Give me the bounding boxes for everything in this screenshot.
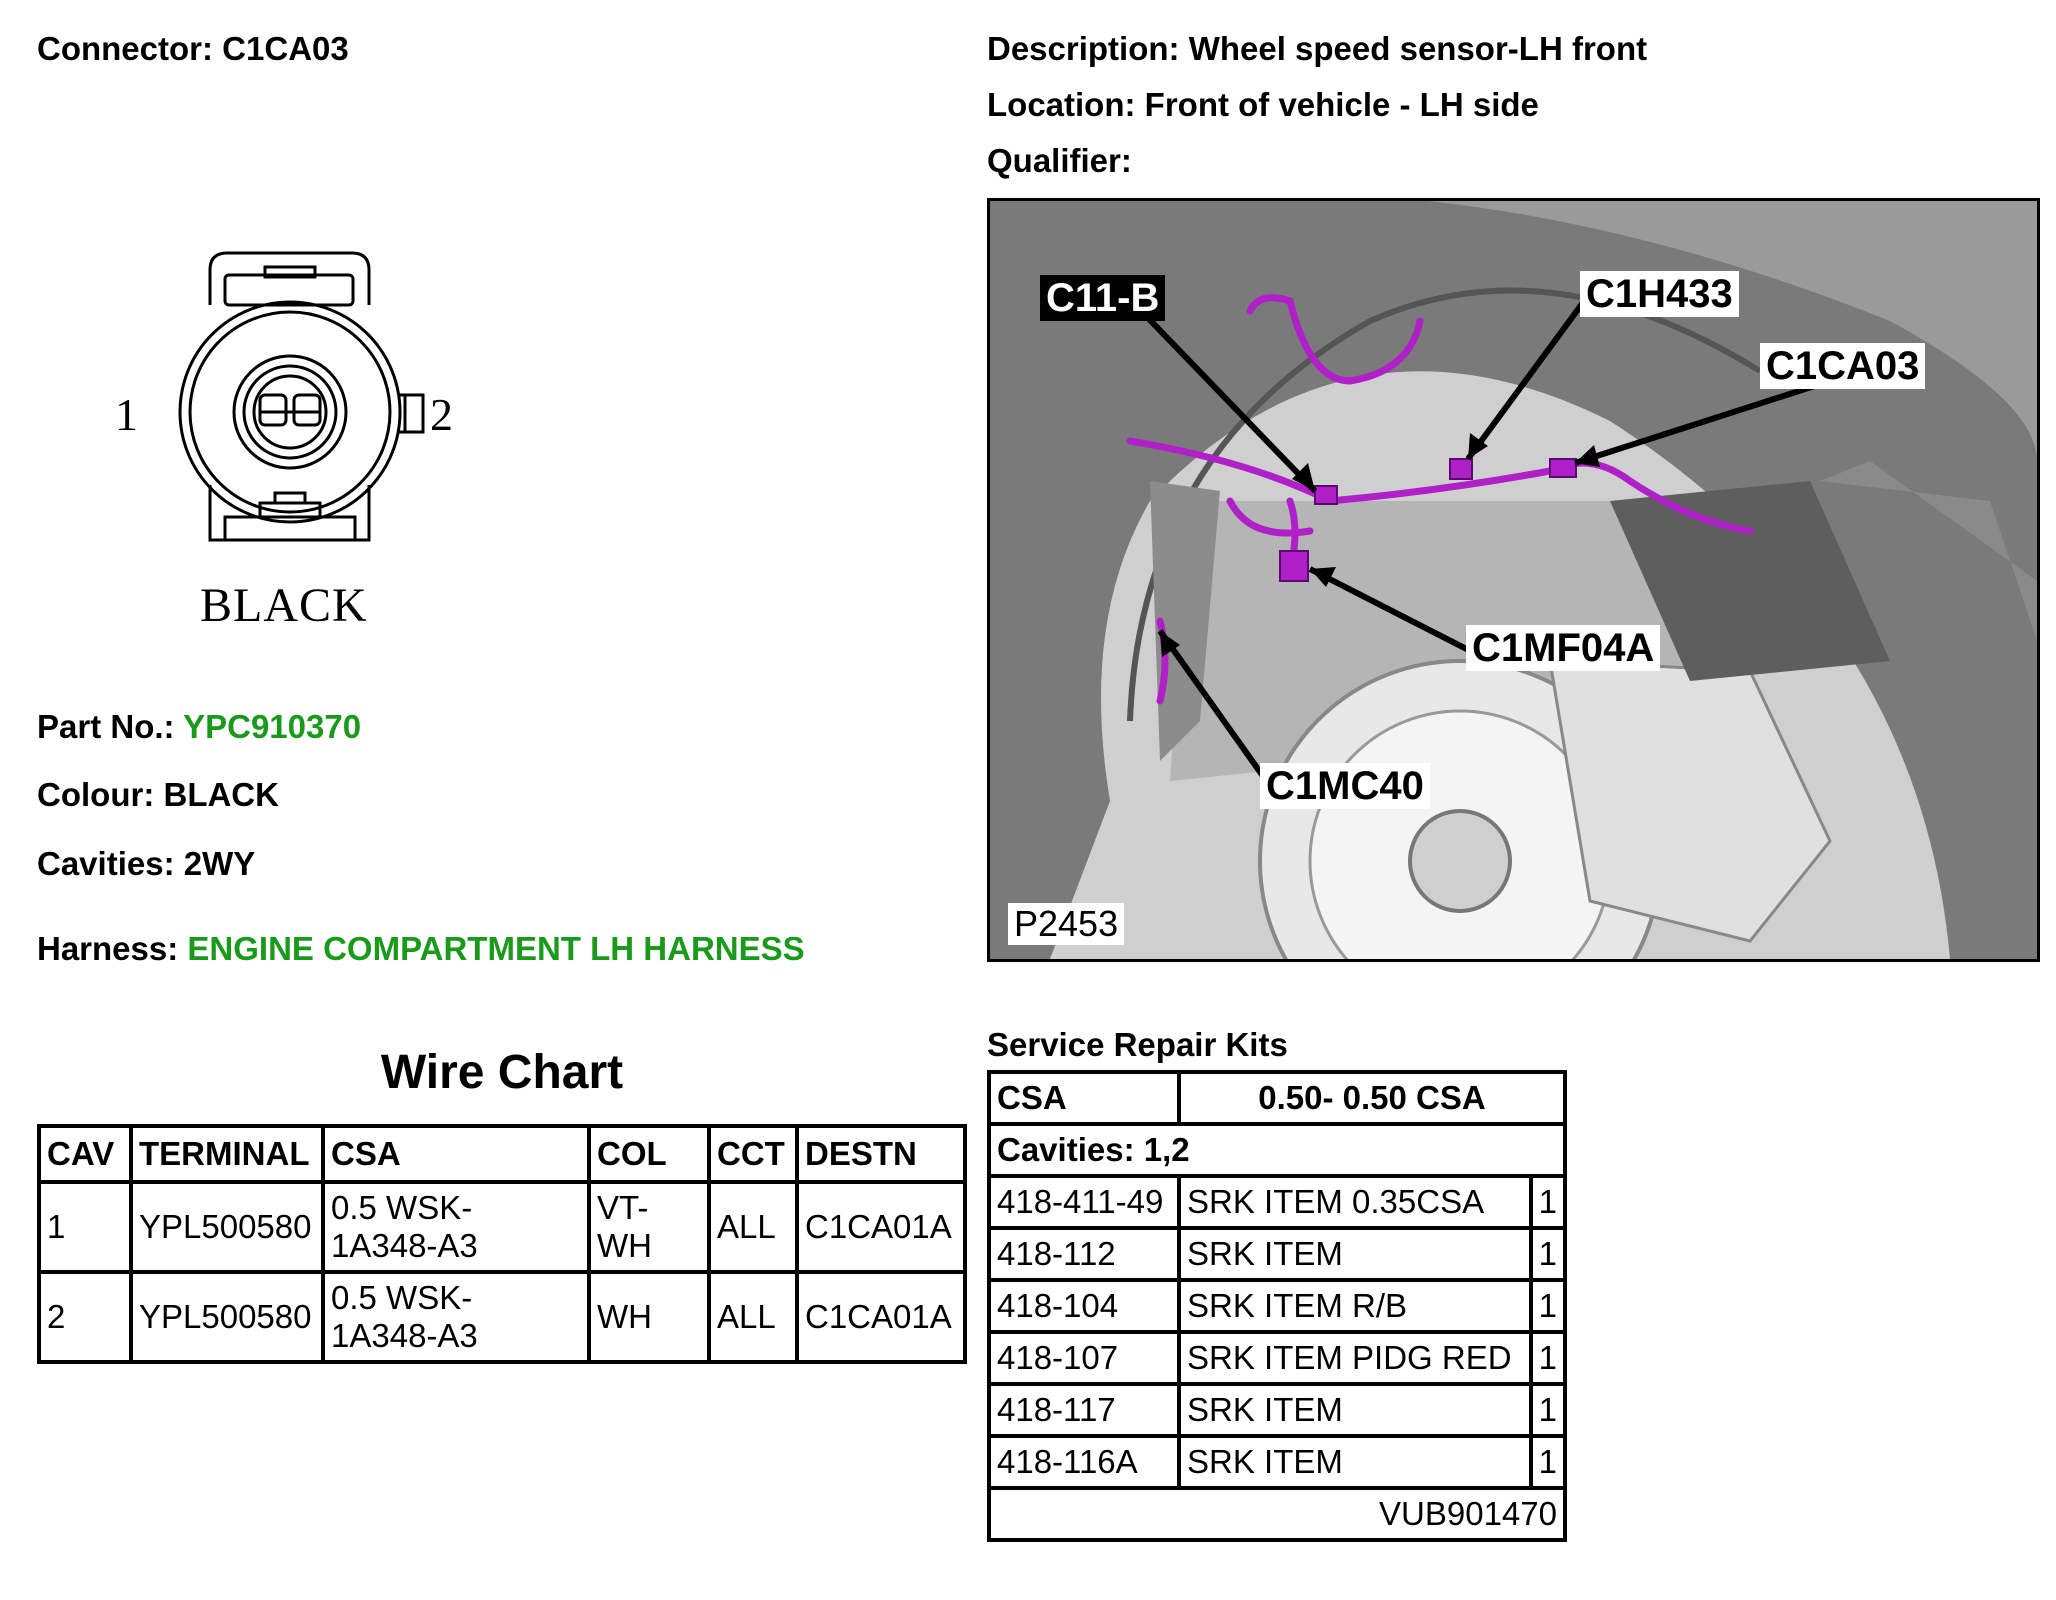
kit-quantity: 1 [1528,1278,1568,1334]
table-row: 418-104 SRK ITEM R/B 1 [987,1278,1568,1334]
pin-1-label: 1 [115,389,138,440]
kit-part-number: 418-107 [987,1330,1181,1386]
cell-destn: C1CA01A [795,1180,967,1274]
wire-chart-title: Wire Chart [380,1046,624,1099]
cell-csa: 0.5 WSK- 1A348-A3 [321,1270,591,1364]
callout-c1h433: C1H433 [1580,271,1739,317]
kit-part-number: 418-112 [987,1226,1181,1282]
kit-part-number: 418-117 [987,1382,1181,1438]
kits-csa-value: 0.50- 0.50 CSA [1177,1070,1567,1126]
qualifier-label: Qualifier: [987,142,1132,179]
colour-value: BLACK [163,776,279,813]
cell-cct: ALL [707,1180,799,1274]
cell-terminal: YPL500580 [129,1270,325,1364]
repair-kits-title: Service Repair Kits [987,1026,1288,1063]
photo-reference-id: P2453 [1008,903,1125,945]
vehicle-wheel-arch-illustration [990,201,2037,959]
table-row: 418-107 SRK ITEM PIDG RED 1 [987,1330,1568,1386]
table-row: 418-117 SRK ITEM 1 [987,1382,1568,1438]
cavities-line: Cavities: 2WY [37,845,255,883]
kit-description: SRK ITEM [1177,1226,1533,1282]
cell-cav: 2 [37,1270,133,1364]
connector-colour-caption: BLACK [200,579,368,632]
callout-c1mf04a: C1MF04A [1466,625,1661,671]
kits-footer-row: VUB901470 [987,1486,1567,1542]
kits-cavities-row: Cavities: 1,2 [987,1122,1567,1178]
colour-label: Colour: [37,776,155,813]
cavities-label: Cavities: [37,845,175,882]
location-label: Location: [987,86,1136,123]
cell-col: VT- WH [587,1180,711,1274]
repair-kits-table: CSA 0.50- 0.50 CSA Cavities: 1,2 418-411… [987,1070,1568,1542]
kit-quantity: 1 [1528,1434,1568,1490]
location-value: Front of vehicle - LH side [1144,86,1539,123]
cell-col: WH [587,1270,711,1364]
header-cav: CAV [37,1124,133,1184]
header-destn: DESTN [795,1124,967,1184]
kit-quantity: 1 [1528,1174,1568,1230]
part-number-label: Part No.: [37,708,175,745]
location-photo: C11-B C1H433 C1CA03 C1MF04A C1MC40 P2453 [987,198,2040,962]
pin-2-label: 2 [430,389,453,440]
description-line: Description: Wheel speed sensor-LH front [987,30,1647,68]
wire-chart-table: CAV TERMINAL CSA COL CCT DESTN 1 YPL5005… [37,1124,967,1364]
kit-description: SRK ITEM 0.35CSA [1177,1174,1533,1230]
kit-quantity: 1 [1528,1330,1568,1386]
part-number-line: Part No.: YPC910370 [37,708,361,746]
header-terminal: TERMINAL [129,1124,325,1184]
header-cct: CCT [707,1124,799,1184]
kits-csa-row: CSA 0.50- 0.50 CSA [987,1070,1567,1126]
cell-cav: 1 [37,1180,133,1274]
connector-heading: Connector: C1CA03 [37,30,349,68]
kit-description: SRK ITEM [1177,1434,1533,1490]
connector-face-drawing [178,251,425,542]
cell-cct: ALL [707,1270,799,1364]
part-number-link[interactable]: YPC910370 [183,708,362,745]
kits-csa-label: CSA [987,1070,1181,1126]
cell-terminal: YPL500580 [129,1180,325,1274]
kit-part-number: 418-116A [987,1434,1181,1490]
kit-quantity: 1 [1528,1382,1568,1438]
connector-label: Connector: [37,30,213,67]
kit-part-number: 418-104 [987,1278,1181,1334]
header-csa: CSA [321,1124,591,1184]
kits-cavities: Cavities: 1,2 [987,1122,1567,1178]
callout-c1mc40: C1MC40 [1260,763,1430,809]
table-row: 418-116A SRK ITEM 1 [987,1434,1568,1490]
description-label: Description: [987,30,1180,67]
harness-label: Harness: [37,930,179,967]
table-row: 418-411-49 SRK ITEM 0.35CSA 1 [987,1174,1568,1230]
kit-part-number: 418-411-49 [987,1174,1181,1230]
callout-c1ca03: C1CA03 [1760,343,1926,389]
cell-csa: 0.5 WSK- 1A348-A3 [321,1180,591,1274]
callout-c11-b: C11-B [1040,275,1166,321]
table-row: 2 YPL500580 0.5 WSK- 1A348-A3 WH ALL C1C… [37,1270,967,1364]
cavities-value: 2WY [183,845,256,882]
location-line: Location: Front of vehicle - LH side [987,86,1539,124]
table-row: 1 YPL500580 0.5 WSK- 1A348-A3 VT- WH ALL… [37,1180,967,1274]
description-value: Wheel speed sensor-LH front [1188,30,1648,67]
table-row: 418-112 SRK ITEM 1 [987,1226,1568,1282]
cell-destn: C1CA01A [795,1270,967,1364]
colour-line: Colour: BLACK [37,776,279,814]
connector-id: C1CA03 [222,30,349,67]
kit-description: SRK ITEM PIDG RED [1177,1330,1533,1386]
kit-description: SRK ITEM [1177,1382,1533,1438]
harness-line: Harness: ENGINE COMPARTMENT LH HARNESS [37,930,805,968]
kit-quantity: 1 [1528,1226,1568,1282]
kit-description: SRK ITEM R/B [1177,1278,1533,1334]
wire-chart-header-row: CAV TERMINAL CSA COL CCT DESTN [37,1124,967,1184]
kits-footer-code: VUB901470 [987,1486,1567,1542]
harness-link[interactable]: ENGINE COMPARTMENT LH HARNESS [187,930,805,967]
header-col: COL [587,1124,711,1184]
